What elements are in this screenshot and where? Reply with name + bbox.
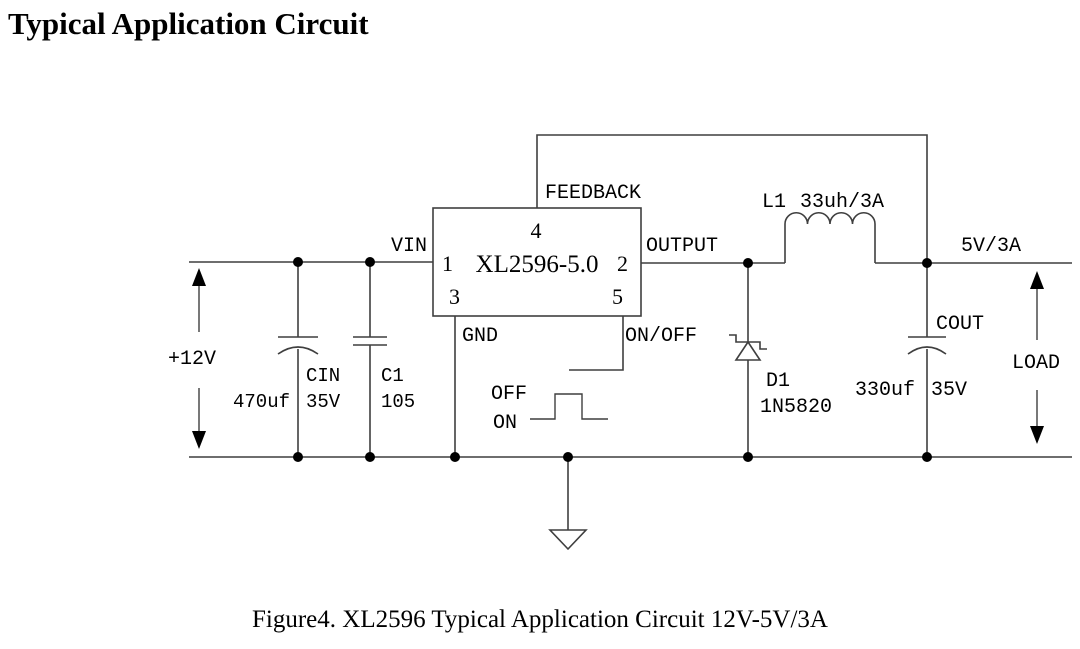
inductor-symbol [784,212,876,263]
input-arrowhead-down [192,431,206,449]
c1-value-label: 105 [381,391,415,413]
figure-caption: Figure4. XL2596 Typical Application Circ… [252,606,828,633]
junction-dot [365,452,375,462]
load-label: LOAD [1012,352,1060,375]
load-arrowhead-down [1030,426,1044,444]
ic-pin2-number: 2 [617,251,628,276]
feedback-port-label: FEEDBACK [545,182,641,205]
junction-dot [293,452,303,462]
onoff-port-label: ON/OFF [625,325,697,348]
vin-port-label: VIN [391,235,427,258]
output-port-label: OUTPUT [646,235,718,258]
input-voltage-label: +12V [168,348,216,371]
onoff-pulse-waveform [530,393,608,420]
input-arrowhead-up [192,268,206,286]
on-state-label: ON [493,412,517,435]
l1-ref-label: L1 [762,191,786,214]
junction-dot [293,257,303,267]
output-rail-label: 5V/3A [961,235,1021,258]
cout-value-label: 330uf [855,379,915,402]
diode-schottky-bar [729,334,767,350]
junction-dot [365,257,375,267]
cin-plate-curved [277,346,319,355]
junction-dot [563,452,573,462]
junction-dot [743,452,753,462]
ic-pin5-number: 5 [612,284,623,309]
earth-ground-symbol [548,529,588,551]
diode-anode-triangle [734,340,762,361]
junction-dot [922,452,932,462]
junction-dot [450,452,460,462]
onoff-pin-wire [569,316,624,371]
ic-part-number: XL2596-5.0 [476,251,599,278]
ic-pin4-number: 4 [531,218,542,243]
cin-ref-label: CIN [306,365,340,387]
junction-dot [922,258,932,268]
ic-body [432,207,642,317]
diode-symbol [729,334,767,361]
cin-rating-label: 35V [306,391,341,413]
ic-pin1-number: 1 [442,251,453,276]
gnd-port-label: GND [462,325,498,348]
cout-rating-label: 35V [931,379,967,402]
junction-dot [743,258,753,268]
page-title: Typical Application Circuit [8,6,369,41]
d1-ref-label: D1 [766,370,790,393]
cin-value-label: 470uf [233,391,290,413]
l1-value-label: 33uh/3A [800,191,884,214]
c1-ref-label: C1 [381,365,404,387]
cout-plate-curved [907,346,947,355]
off-state-label: OFF [491,383,527,406]
ic-pin3-number: 3 [449,284,460,309]
feedback-wire [536,134,928,263]
load-arrowhead-up [1030,271,1044,289]
d1-value-label: 1N5820 [760,396,832,419]
cout-ref-label: COUT [936,313,984,336]
